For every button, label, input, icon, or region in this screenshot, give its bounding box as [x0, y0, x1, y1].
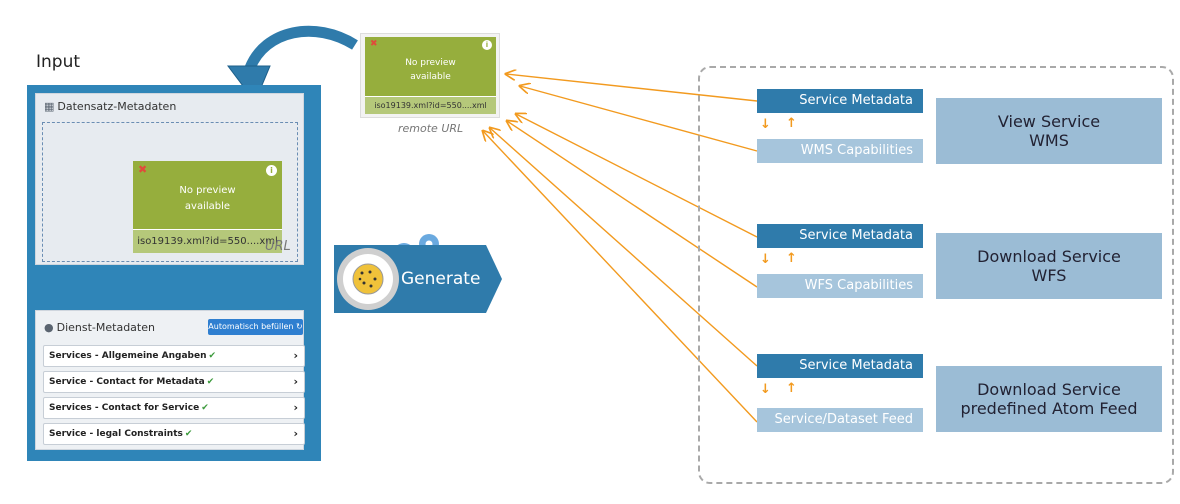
check-icon: ✔: [206, 377, 215, 387]
no-preview-text: No preview available: [405, 58, 456, 82]
url-label: URL: [265, 239, 291, 254]
capabilities-box: Service/Dataset Feed: [757, 408, 923, 432]
chevron-right-icon: ›: [293, 401, 298, 414]
copy-arrow-shaft: [244, 25, 358, 71]
table-icon: ▦: [44, 100, 55, 113]
remove-icon[interactable]: ✖: [370, 39, 378, 49]
down-arrow-icon: ↓: [760, 252, 771, 267]
check-icon: ✔: [201, 403, 209, 413]
input-label: Input: [36, 52, 81, 72]
up-arrow-icon: ↑: [786, 251, 797, 266]
preview-filename: iso19139.xml?id=550....xml: [133, 229, 282, 253]
service-metadata-box: Service Metadata: [757, 224, 923, 248]
chevron-right-icon: ›: [293, 375, 298, 388]
preview-tile[interactable]: ✖ i No preview available iso19139.xml?id…: [365, 37, 496, 114]
accordion-row[interactable]: Service - Contact for Metadata✔ ›: [43, 371, 305, 393]
copy-arrow-head: [227, 65, 271, 103]
remote-url-label: remote URL: [398, 122, 464, 135]
accordion-row[interactable]: Services - Allgemeine Angaben✔ ›: [43, 345, 305, 367]
preview-tile[interactable]: ✖ i No preview available iso19139.xml?id…: [133, 161, 282, 253]
capabilities-box: WMS Capabilities: [757, 139, 923, 163]
info-icon[interactable]: i: [266, 165, 277, 176]
accordion-row[interactable]: Service - legal Constraints✔ ›: [43, 423, 305, 445]
remote-preview-box: ✖ i No preview available iso19139.xml?id…: [360, 33, 500, 118]
capabilities-box: WFS Capabilities: [757, 274, 923, 298]
service-metadata-section: ●Dienst-Metadaten Automatisch befüllen ↻…: [35, 310, 305, 450]
info-icon[interactable]: i: [482, 40, 492, 50]
services-group: [698, 66, 1174, 484]
preview-filename: iso19139.xml?id=550....xml: [365, 96, 496, 114]
service-metadata-box: Service Metadata: [757, 89, 923, 113]
auto-fill-button[interactable]: Automatisch befüllen ↻: [208, 319, 303, 335]
url-drop-zone[interactable]: ✖ i No preview available iso19139.xml?id…: [42, 122, 298, 262]
dataset-metadata-section: ▦Datensatz-Metadaten ✖ i No preview avai…: [35, 93, 304, 265]
check-icon: ✔: [184, 429, 193, 439]
down-arrow-icon: ↓: [760, 382, 771, 397]
section-title: ▦Datensatz-Metadaten: [44, 100, 177, 113]
refresh-icon: ↻: [295, 322, 303, 331]
check-icon: ✔: [208, 351, 217, 361]
generate-button[interactable]: Generate: [401, 269, 481, 289]
remove-icon[interactable]: ✖: [138, 163, 148, 176]
up-arrow-icon: ↑: [786, 381, 797, 396]
chevron-right-icon: ›: [293, 349, 298, 362]
globe-icon: ●: [44, 321, 54, 334]
reference-arrows: [483, 74, 758, 423]
section-title: ●Dienst-Metadaten: [44, 321, 155, 334]
no-preview-text: No preview available: [179, 185, 236, 212]
service-metadata-box: Service Metadata: [757, 354, 923, 378]
chevron-right-icon: ›: [293, 427, 298, 440]
up-arrow-icon: ↑: [786, 116, 797, 131]
down-arrow-icon: ↓: [760, 117, 771, 132]
accordion-row[interactable]: Services - Contact for Service✔ ›: [43, 397, 305, 419]
